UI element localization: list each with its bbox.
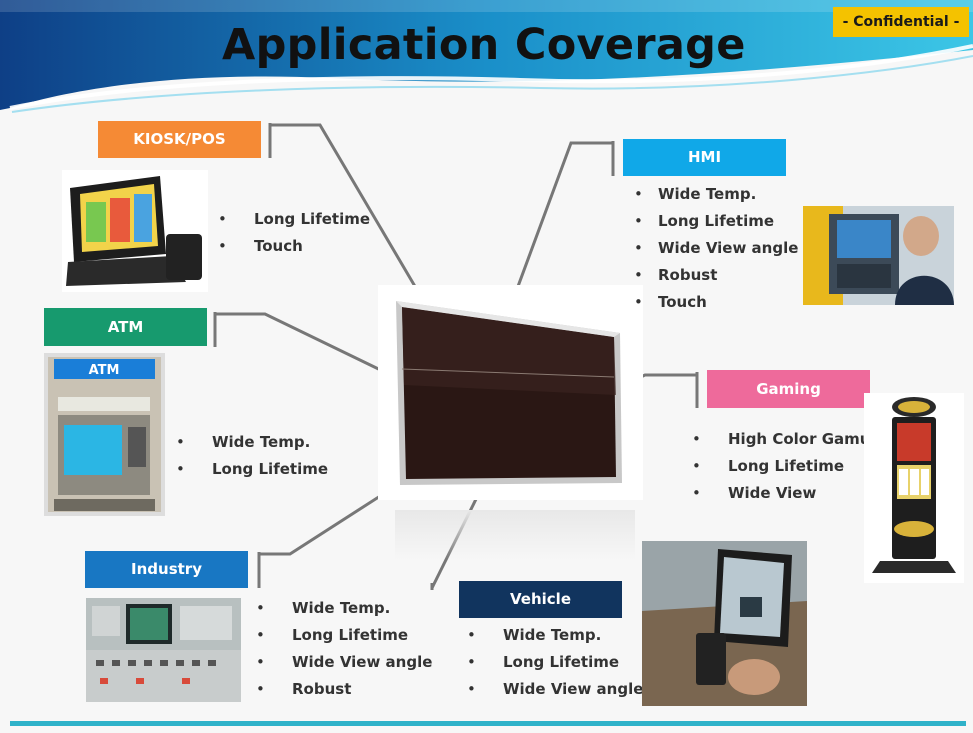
- list-item: •Wide Temp.: [467, 626, 602, 644]
- list-item: •Long Lifetime: [218, 210, 371, 228]
- list-item: •Robust: [256, 680, 352, 698]
- footer-accent-bar: [10, 721, 966, 726]
- list-item: •Long Lifetime: [692, 457, 845, 475]
- list-item: •Wide View angle: [256, 653, 433, 671]
- gaming-feature-list: •High Color Gamut •Long Lifetime •Wide V…: [692, 426, 878, 507]
- lcd-panel-image: [378, 285, 643, 500]
- list-item: •Wide Temp.: [256, 599, 391, 617]
- gaming-label: Gaming: [707, 370, 870, 408]
- atm-machine-image: ATM: [44, 353, 165, 516]
- hmi-feature-list: •Wide Temp. •Long Lifetime •Wide View an…: [634, 181, 798, 316]
- kiosk-pos-label: KIOSK/POS: [98, 121, 261, 158]
- list-item: •Touch: [634, 293, 707, 311]
- list-item: •Touch: [218, 237, 303, 255]
- kiosk-feature-list: •Long Lifetime •Touch: [218, 206, 370, 260]
- vehicle-display-image: [642, 541, 807, 706]
- list-item: •Wide View angle: [634, 239, 799, 257]
- industry-feature-list: •Wide Temp. •Long Lifetime •Wide View an…: [256, 595, 432, 703]
- panel-reflection: [395, 510, 635, 560]
- list-item: •Wide View: [692, 484, 817, 502]
- atm-screen-text: ATM: [89, 363, 120, 378]
- list-item: •Wide Temp.: [176, 433, 311, 451]
- industry-control-panel-image: [86, 598, 241, 702]
- confidential-badge: - Confidential -: [833, 7, 969, 37]
- list-item: •Long Lifetime: [256, 626, 409, 644]
- list-item: •High Color Gamut: [692, 430, 878, 448]
- header-band: [0, 0, 973, 113]
- atm-label: ATM: [44, 308, 207, 346]
- list-item: •Robust: [634, 266, 718, 284]
- list-item: •Long Lifetime: [176, 460, 329, 478]
- atm-feature-list: •Wide Temp. •Long Lifetime: [176, 429, 328, 483]
- hmi-label: HMI: [623, 139, 786, 176]
- kiosk-terminal-image: [62, 170, 208, 292]
- list-item: •Wide Temp.: [634, 185, 757, 203]
- list-item: •Wide View angle: [467, 680, 644, 698]
- hmi-operator-image: [803, 206, 954, 305]
- industry-label: Industry: [85, 551, 248, 588]
- vehicle-feature-list: •Wide Temp. •Long Lifetime •Wide View an…: [467, 622, 643, 703]
- vehicle-label: Vehicle: [459, 581, 622, 618]
- list-item: •Long Lifetime: [467, 653, 620, 671]
- gaming-machine-image: [864, 393, 964, 583]
- list-item: •Long Lifetime: [634, 212, 775, 230]
- page-title: Application Coverage: [222, 20, 746, 70]
